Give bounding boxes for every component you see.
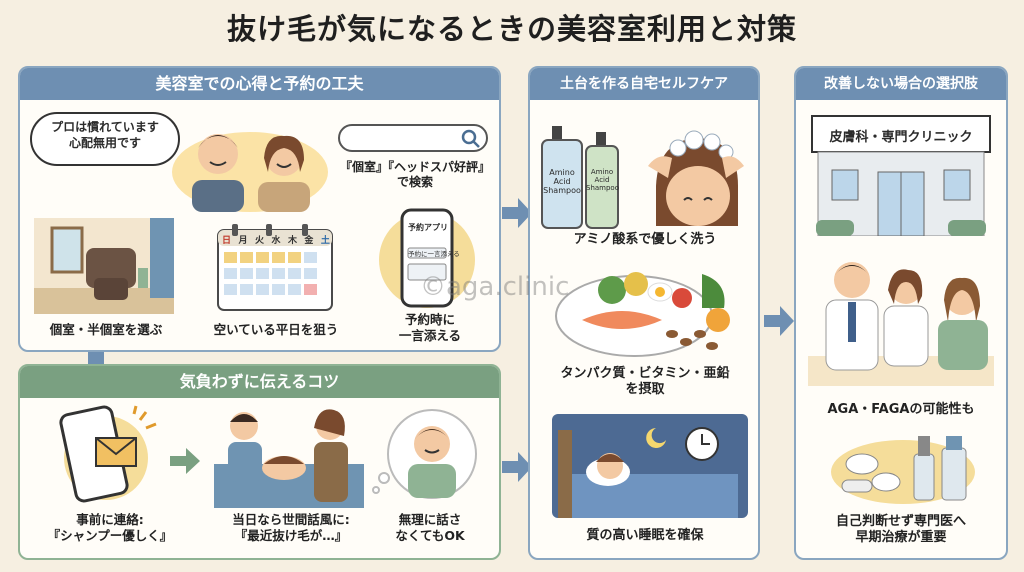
- no-need-to-talk-label: 無理に話さ なくてもOK: [395, 512, 465, 543]
- smalltalk-label: 当日なら世間話風に: 『最近抜け毛が…』: [232, 512, 350, 543]
- search-caption: 『個室』『ヘッドスパ好評』 で検索: [339, 160, 490, 189]
- search-input[interactable]: [338, 124, 488, 152]
- nutrition-label: タンパク質・ビタミン・亜鉛 を摂取: [560, 366, 730, 398]
- private-room-label: 個室・半個室を選ぶ: [49, 322, 163, 337]
- page-title: 抜け毛が気になるときの美容室利用と対策: [226, 12, 797, 46]
- options-panel-header: 改善しない場合の選択肢: [796, 68, 1006, 100]
- shampoo-scene-illustration: [214, 409, 364, 508]
- app-note: 予約に一言添える: [408, 250, 460, 258]
- hair-washing-illustration: [648, 130, 744, 226]
- clinic-sign: 皮膚科・専門クリニック: [829, 130, 973, 145]
- sleep-label: 質の高い睡眠を確保: [586, 528, 704, 543]
- calendar-icon: [217, 224, 333, 311]
- amino-shampoo-bottles: [541, 126, 619, 229]
- search-icon: [461, 129, 480, 148]
- relaxed-person-illustration: [372, 409, 477, 499]
- clinic-building-illustration: [811, 115, 991, 236]
- homecare-panel-header: 土台を作る自宅セルフケア: [530, 68, 758, 100]
- booking-note-label: 予約時に 一言添える: [398, 312, 462, 343]
- right-arrow-icon: [170, 448, 200, 474]
- doctor-consultation-illustration: [808, 262, 994, 386]
- right-arrow-icon: [764, 306, 794, 336]
- healthy-food-illustration: [555, 272, 730, 357]
- tips-panel-header: 気負わずに伝えるコツ: [20, 366, 499, 398]
- booking-app-phone: [379, 208, 475, 308]
- contact-ahead-label: 事前に連絡: 『シャンプー優しく』: [47, 512, 173, 543]
- watermark: ©aga.clinic: [420, 272, 570, 302]
- private-room-illustration: [34, 218, 174, 314]
- aga-fagaa-label: AGA・FAGAの可能性も: [827, 402, 975, 417]
- right-arrow-icon: [502, 452, 532, 482]
- medicine-illustration: [831, 436, 975, 504]
- right-arrow-icon: [502, 198, 532, 228]
- salon-panel-header: 美容室での心得と予約の工夫: [20, 68, 499, 100]
- salon-staff-illustration: [172, 132, 328, 212]
- amino-wash-label: アミノ酸系で優しく洗う: [573, 232, 717, 247]
- sleep-illustration: [552, 414, 748, 518]
- weekday-label: 空いている平日を狙う: [213, 322, 339, 337]
- calendar-days: 日 月 火 水 木 金 土: [222, 236, 330, 246]
- app-title: 予約アプリ: [408, 223, 448, 232]
- bottle-label-1: Amino Acid Shampoo: [543, 168, 581, 196]
- bottle-label-2: Amino Acid Shampoo: [586, 168, 619, 193]
- speech-bubble: プロは慣れています 心配無用です: [30, 112, 180, 166]
- see-specialist-label: 自己判断せず専門医へ 早期治療が重要: [835, 514, 966, 546]
- phone-mail-illustration: [59, 405, 157, 503]
